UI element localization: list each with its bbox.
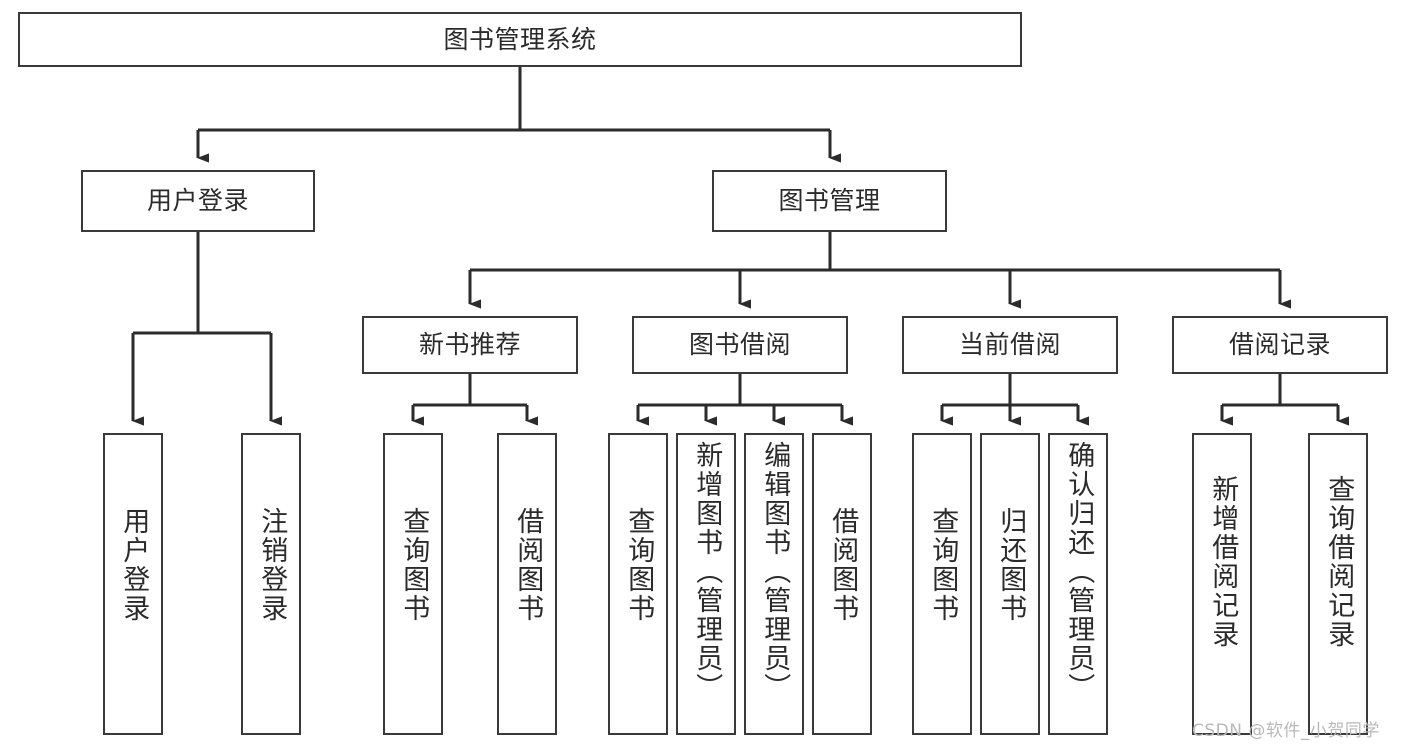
node-label: 图书借阅: [688, 330, 791, 360]
node-user-login[interactable]: 用户登录: [81, 170, 315, 232]
node-root-book-management-system[interactable]: 图书管理系统: [18, 12, 1022, 67]
node-label: 当前借阅: [958, 330, 1061, 360]
node-label: 图书管理系统: [443, 24, 597, 54]
node-label: 用户登录: [118, 507, 150, 623]
node-label: 新增图书（管理员）: [691, 441, 723, 702]
leaf-query-book-borrow[interactable]: 查询图书: [608, 433, 668, 735]
node-label: 借阅图书: [512, 507, 544, 623]
leaf-query-book-current[interactable]: 查询图书: [912, 433, 972, 735]
leaf-borrow-book-recommend[interactable]: 借阅图书: [497, 433, 557, 735]
leaf-add-borrow-record[interactable]: 新增借阅记录: [1192, 433, 1252, 735]
node-label: 查询图书: [398, 507, 430, 623]
node-label: 查询借阅记录: [1323, 475, 1355, 649]
leaf-query-book-recommend[interactable]: 查询图书: [383, 433, 443, 735]
leaf-borrow-book[interactable]: 借阅图书: [812, 433, 872, 735]
node-label: 借阅记录: [1228, 330, 1331, 360]
node-label: 编辑图书（管理员）: [759, 441, 791, 702]
node-current-borrow[interactable]: 当前借阅: [902, 316, 1118, 374]
leaf-confirm-return[interactable]: 确认归还（管理员）: [1048, 433, 1108, 735]
leaf-add-book[interactable]: 新增图书（管理员）: [676, 433, 736, 735]
node-label: 确认归还（管理员）: [1063, 441, 1095, 702]
leaf-edit-book[interactable]: 编辑图书（管理员）: [744, 433, 804, 735]
node-book-borrow[interactable]: 图书借阅: [632, 316, 848, 374]
node-new-book-recommend[interactable]: 新书推荐: [362, 316, 578, 374]
node-book-management[interactable]: 图书管理: [712, 170, 947, 232]
node-label: 注销登录: [256, 507, 288, 623]
node-label: 新书推荐: [418, 330, 521, 360]
leaf-query-borrow-record[interactable]: 查询借阅记录: [1308, 433, 1368, 735]
node-label: 借阅图书: [827, 507, 859, 623]
leaf-user-logout[interactable]: 注销登录: [241, 433, 301, 735]
csdn-watermark: CSDN @软件_小贺同学: [1192, 721, 1380, 741]
node-label: 用户登录: [146, 186, 249, 216]
leaf-return-book[interactable]: 归还图书: [980, 433, 1040, 735]
node-label: 新增借阅记录: [1207, 475, 1239, 649]
node-label: 图书管理: [778, 186, 881, 216]
node-label: 归还图书: [995, 507, 1027, 623]
node-label: 查询图书: [927, 507, 959, 623]
node-borrow-record[interactable]: 借阅记录: [1172, 316, 1388, 374]
leaf-user-login[interactable]: 用户登录: [103, 433, 163, 735]
node-label: 查询图书: [623, 507, 655, 623]
